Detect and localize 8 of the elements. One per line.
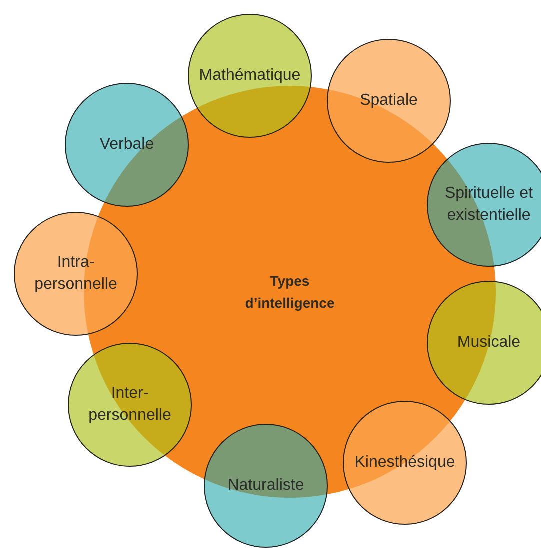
node-label: Types d’intelligence [244,272,336,313]
node-label: Musicale [457,333,521,353]
node-label: Kinesthésique [354,453,456,473]
node-label: Naturaliste [228,476,304,496]
node-label: Inter- personnelle [88,384,172,426]
node-label: Spatiale [360,91,418,111]
node-label: Intra- personnelle [34,253,118,295]
node-label: Mathématique [199,66,301,86]
